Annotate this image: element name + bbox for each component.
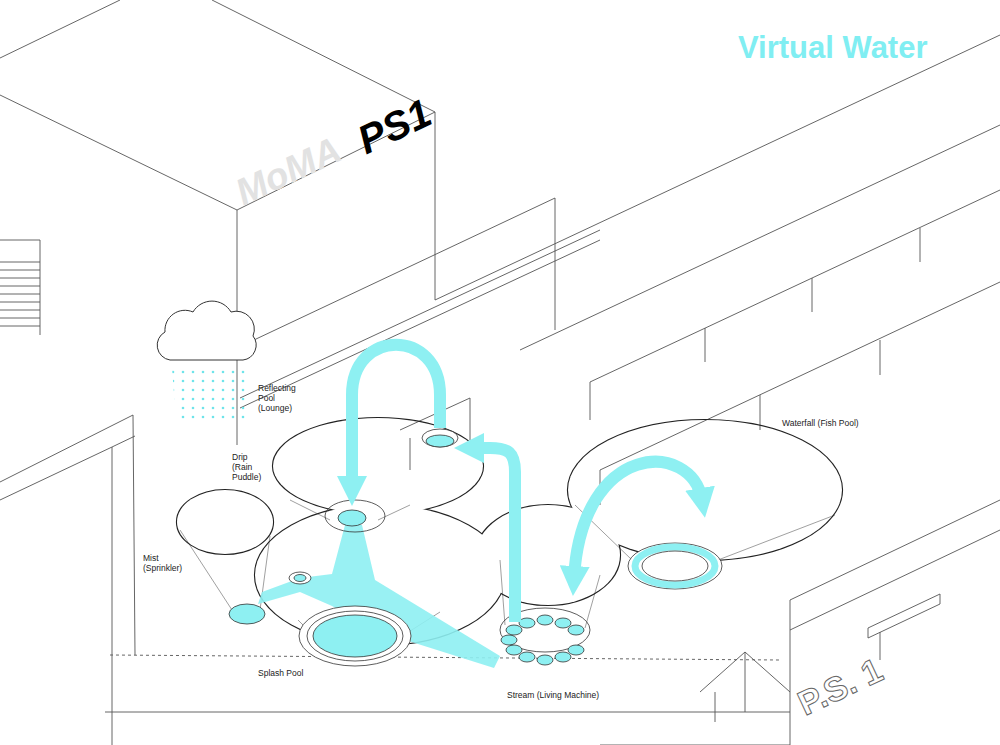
- funnel-lines: [180, 500, 835, 640]
- flow-arrow: [352, 345, 440, 488]
- mist-funnel: [180, 530, 270, 610]
- area-label: Mist (Sprinkler): [143, 553, 193, 573]
- water-arrows: [352, 345, 702, 622]
- drip-pool: [338, 510, 366, 526]
- back-walls: [237, 35, 1000, 408]
- waterfall-arrow: [574, 462, 702, 578]
- fish-pool: [635, 547, 715, 585]
- canopy-lobe: [177, 490, 273, 554]
- ps1-building: [700, 500, 1000, 745]
- splash-pool: [313, 615, 397, 657]
- stream-cell: [506, 645, 522, 655]
- reflecting-pool: [426, 435, 454, 447]
- stream-cell: [501, 635, 517, 645]
- stream-cell: [568, 625, 584, 635]
- area-label: Drip (Rain Puddle): [232, 452, 268, 482]
- stream-cell: [555, 618, 571, 628]
- area-label: Waterfall (Fish Pool): [782, 418, 859, 428]
- splash-rim-inner: [307, 611, 403, 661]
- canopy-lobe: [273, 418, 483, 514]
- water-flow: [258, 525, 500, 668]
- awning: [868, 594, 940, 660]
- fish-pool-island: [642, 551, 708, 581]
- area-label: Stream (Living Machine): [507, 690, 599, 700]
- building-name: P.S. 1: [793, 652, 887, 720]
- building-name: MoMA: [230, 131, 346, 211]
- stream-cell: [506, 625, 522, 635]
- stream-cell: [519, 618, 535, 628]
- diagram-title: Virtual Water: [738, 30, 928, 66]
- fish-pool-rim: [628, 543, 722, 589]
- stream-cell: [537, 655, 553, 665]
- front-dashed-line: [110, 655, 780, 660]
- pools: [229, 429, 722, 666]
- moma-building: [0, 0, 435, 445]
- area-label: Reflecting Pool (Lounge): [258, 383, 306, 413]
- stairs: [0, 240, 40, 335]
- front-edge: [105, 712, 790, 745]
- mist-puddle: [229, 604, 265, 624]
- left-building: [0, 415, 135, 745]
- canopy-lobe: [476, 505, 620, 605]
- building-name: PS1: [352, 92, 437, 160]
- nozzle-ring: [289, 572, 311, 584]
- splash-rim: [299, 606, 411, 666]
- rain-cloud: [157, 301, 256, 360]
- stream-cell: [568, 645, 584, 655]
- flow-arrow: [472, 448, 515, 622]
- area-label: Splash Pool: [258, 668, 303, 678]
- stream-cell: [537, 615, 553, 625]
- canopy-outline: [177, 418, 842, 645]
- rain-dots: [172, 368, 248, 420]
- nozzle: [294, 575, 306, 582]
- reflecting-rim: [422, 429, 458, 447]
- drip-ring: [325, 500, 385, 532]
- stream-cell: [519, 652, 535, 662]
- stream-cell: [555, 652, 571, 662]
